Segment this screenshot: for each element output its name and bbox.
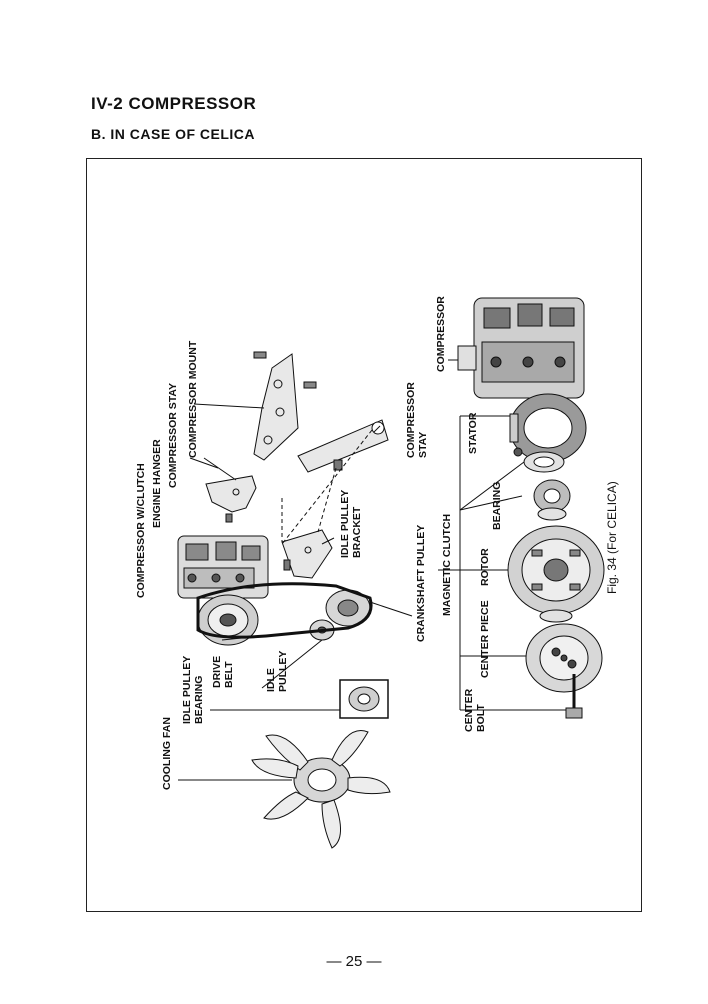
label-compressor-mount: COMPRESSOR MOUNT xyxy=(187,340,199,458)
compressor-w-clutch-illustration xyxy=(177,535,269,646)
center-piece-illustration xyxy=(525,623,603,693)
subsection-title: B. IN CASE OF CELICA xyxy=(91,126,256,142)
bearing-illustration xyxy=(513,447,571,521)
compressor-stay-illustration xyxy=(297,419,389,473)
figure-caption: Fig. 34 (For CELICA) xyxy=(605,481,619,594)
label-compressor-w-clutch: COMPRESSOR W/CLUTCH xyxy=(135,463,147,598)
figure-frame xyxy=(86,158,642,912)
label-compressor-stay-2-line2: STAY xyxy=(417,432,429,458)
label-idle-pulley-bearing-line1: IDLE PULLEY xyxy=(181,656,193,724)
label-compressor-stay: COMPRESSOR STAY xyxy=(167,383,179,488)
label-compressor-stay-2-line1: COMPRESSOR xyxy=(405,382,417,458)
label-rotor: ROTOR xyxy=(479,548,491,586)
compressor-exploded-diagram: COMPRESSOR W/CLUTCH ENGINE HANGER COMPRE… xyxy=(135,296,619,849)
engine-hanger-illustration xyxy=(205,475,257,523)
label-cooling-fan: COOLING FAN xyxy=(161,717,173,790)
label-crankshaft-pulley: CRANKSHAFT PULLEY xyxy=(415,525,427,642)
label-compressor: COMPRESSOR xyxy=(435,296,447,372)
center-bolt-illustration xyxy=(565,674,583,719)
label-center-piece: CENTER PIECE xyxy=(479,600,491,678)
label-magnetic-clutch: MAGNETIC CLUTCH xyxy=(441,514,453,616)
section-title: IV-2 COMPRESSOR xyxy=(91,94,257,113)
label-center-bolt-line1: CENTER xyxy=(463,688,475,732)
pulley-and-belt-illustration xyxy=(196,582,373,641)
compressor-illustration xyxy=(457,297,585,399)
label-idle-pulley-bracket-line2: BRACKET xyxy=(351,506,363,558)
label-drive-belt-line1: DRIVE xyxy=(211,656,223,688)
shim-ring-illustration xyxy=(539,609,573,623)
label-idle-pulley-line1: IDLE xyxy=(265,668,277,692)
page-number: — 25 — xyxy=(326,953,382,970)
compressor-mount-illustration xyxy=(253,351,317,461)
stator-illustration xyxy=(509,393,587,463)
rotor-illustration xyxy=(507,525,605,615)
label-idle-pulley-bearing-line2: BEARING xyxy=(193,676,205,724)
label-engine-hanger: ENGINE HANGER xyxy=(151,439,163,528)
label-bearing: BEARING xyxy=(491,482,503,530)
idle-pulley-bearing-illustration xyxy=(339,679,389,719)
cooling-fan-illustration xyxy=(251,730,391,849)
label-idle-pulley-bracket-line1: IDLE PULLEY xyxy=(339,490,351,558)
label-stator: STATOR xyxy=(467,412,479,454)
label-center-bolt-line2: BOLT xyxy=(475,704,487,732)
idle-pulley-bracket-illustration xyxy=(281,529,333,579)
label-idle-pulley-line2: PULLEY xyxy=(277,651,289,692)
label-drive-belt-line2: BELT xyxy=(223,661,235,688)
